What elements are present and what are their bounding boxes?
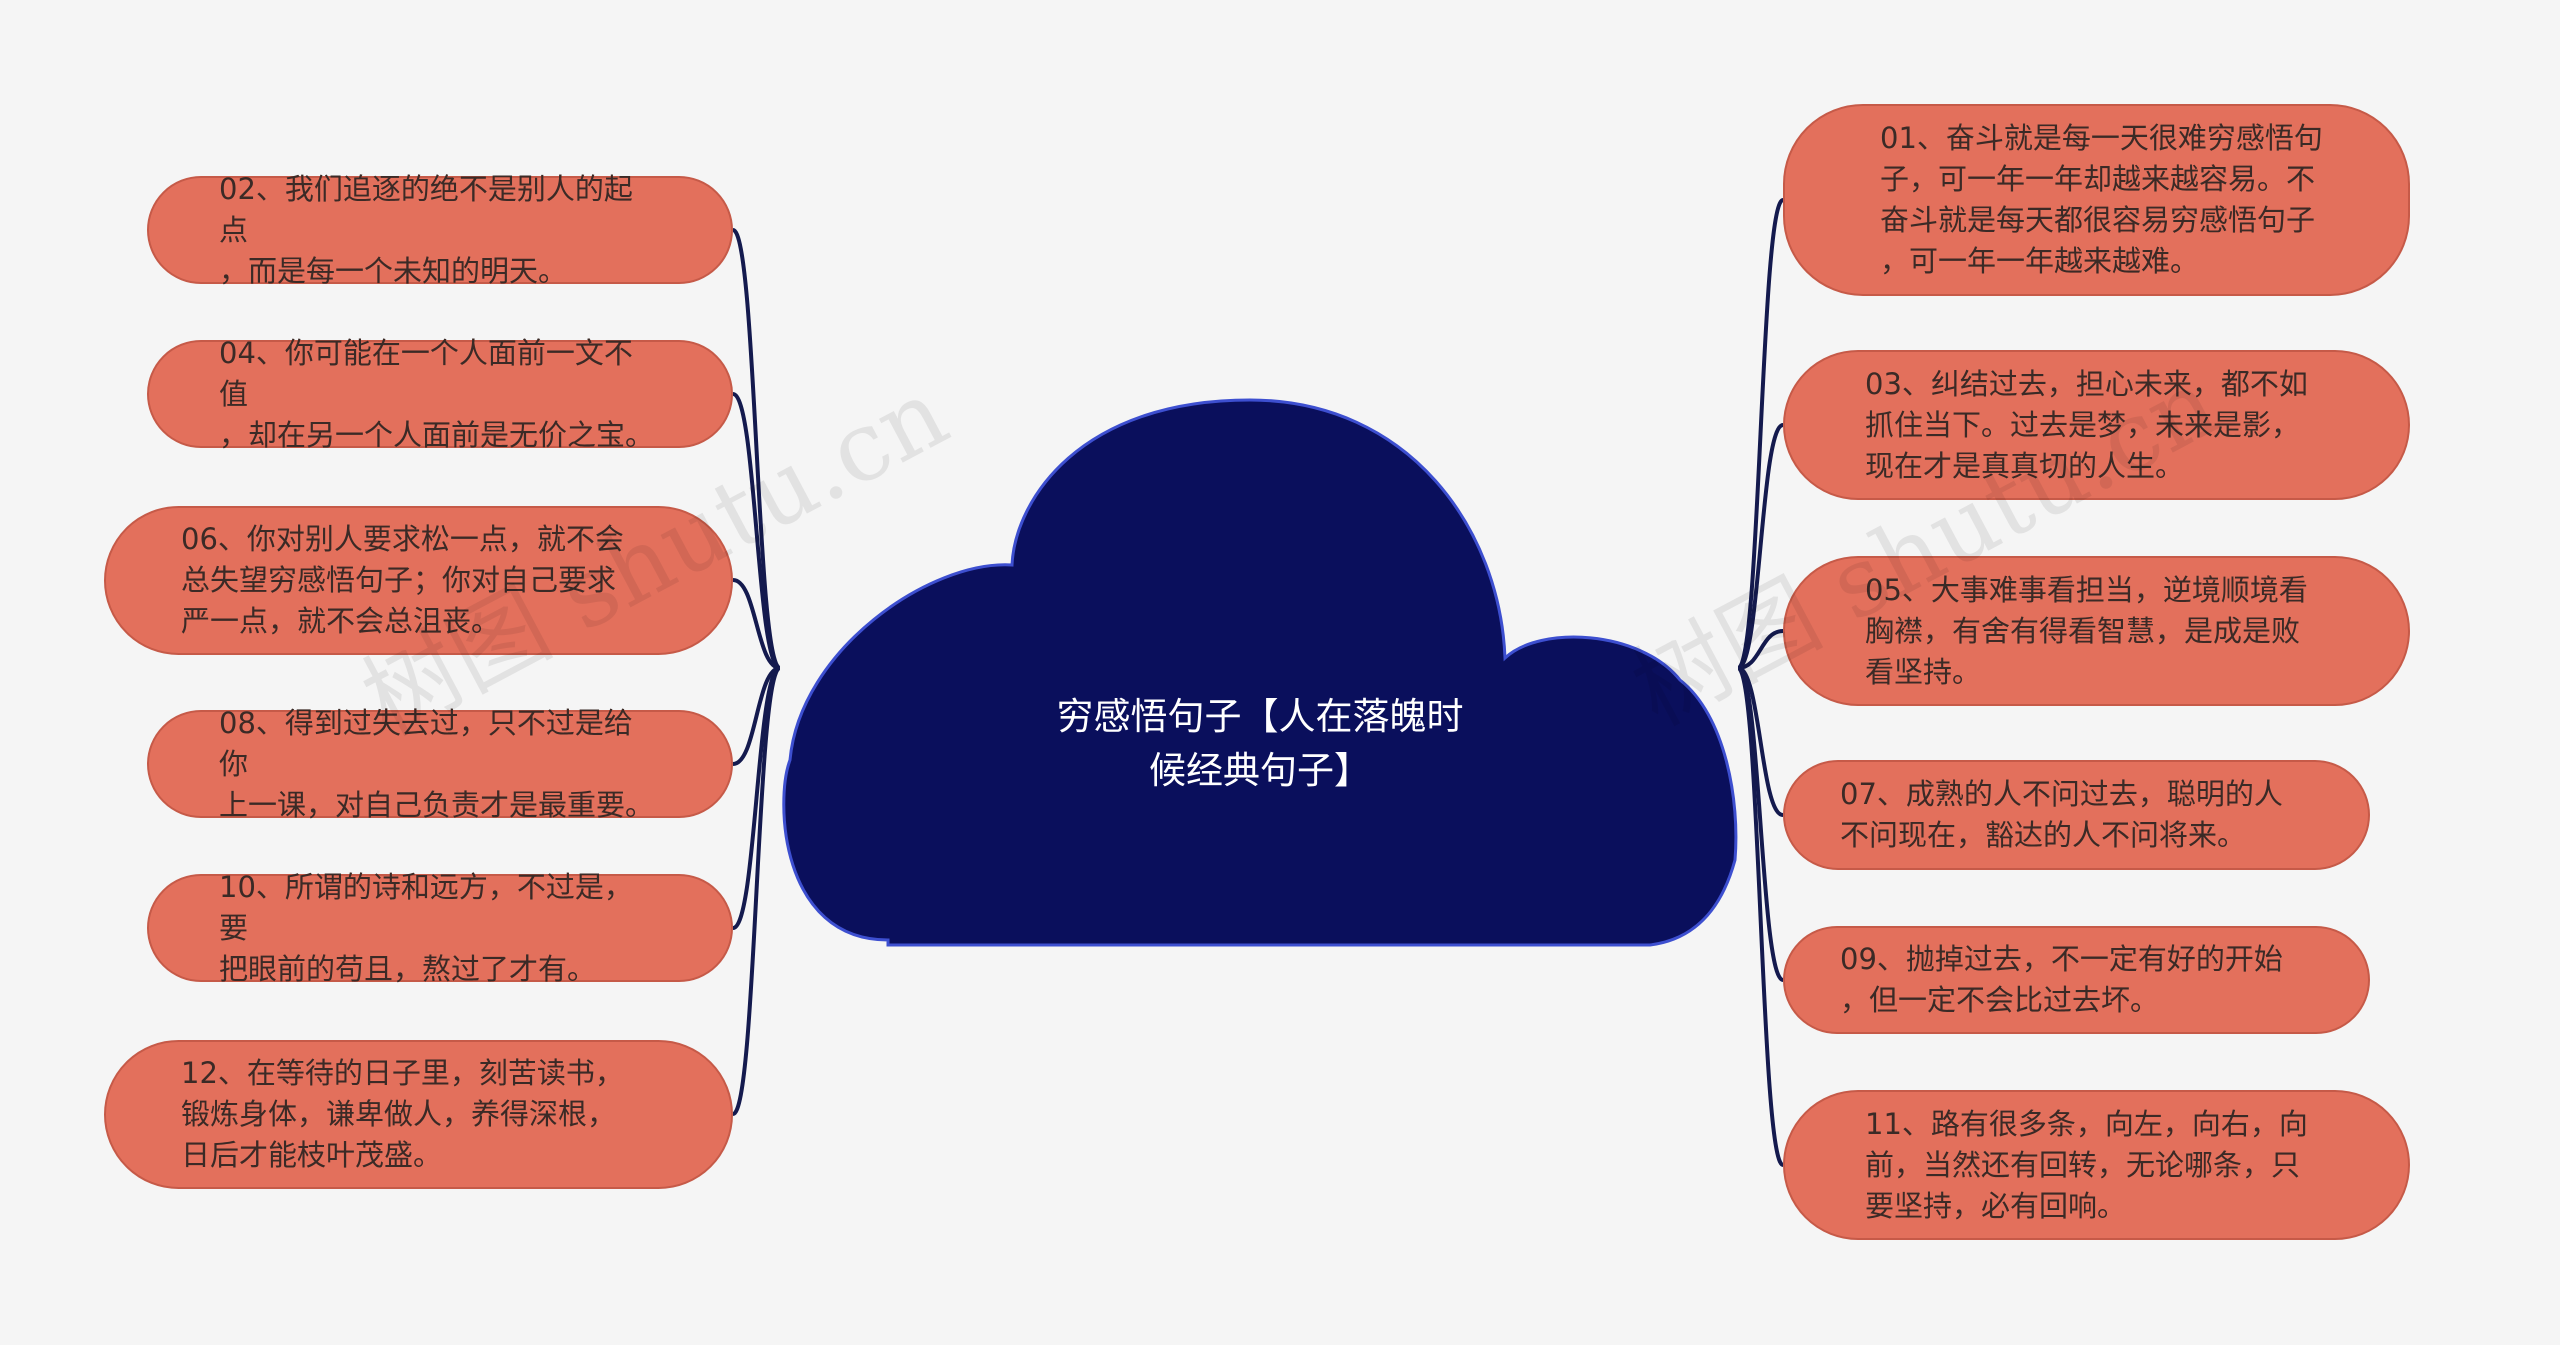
node-text: 06、你对别人要求松一点，就不会 总失望穷感悟句子；你对自己要求 严一点，就不会… xyxy=(181,522,624,638)
connector-left-3 xyxy=(732,666,781,766)
left-node-06[interactable]: 06、你对别人要求松一点，就不会 总失望穷感悟句子；你对自己要求 严一点，就不会… xyxy=(104,506,733,655)
left-node-10[interactable]: 10、所谓的诗和远方，不过是，要 把眼前的苟且，熬过了才有。 xyxy=(147,870,733,986)
node-text: 12、在等待的日子里，刻苦读书， 锻炼身体，谦卑做人，养得深根， 日后才能枝叶茂… xyxy=(181,1056,624,1172)
left-node-08[interactable]: 08、得到过失去过，只不过是给你 上一课，对自己负责才是最重要。 xyxy=(147,706,733,822)
node-text: 01、奋斗就是每一天很难穷感悟句 子，可一年一年却越来越容易。不 奋斗就是每天都… xyxy=(1880,121,2323,278)
connector-left-5 xyxy=(731,666,782,1116)
central-topic-title: 穷感悟句子【人在落魄时 候经典句子】 xyxy=(1056,695,1464,792)
node-text: 02、我们追逐的绝不是别人的起点 ，而是每一个未知的明天。 xyxy=(219,171,633,288)
right-node-09[interactable]: 09、抛掉过去，不一定有好的开始 ，但一定不会比过去坏。 xyxy=(1783,926,2370,1034)
connector-left-2 xyxy=(732,578,781,670)
node-text: 07、成熟的人不问过去，聪明的人 不问现在，豁达的人不问将来。 xyxy=(1840,777,2283,852)
connector-right-1 xyxy=(1736,423,1785,670)
right-node-03[interactable]: 03、纠结过去，担心未来，都不如 抓住当下。过去是梦，未来是影， 现在才是真真切… xyxy=(1783,350,2410,500)
left-node-02[interactable]: 02、我们追逐的绝不是别人的起点 ，而是每一个未知的明天。 xyxy=(147,172,733,288)
connector-left-1 xyxy=(731,392,782,670)
node-text: 04、你可能在一个人面前一文不值 ，却在另一个人面前是无价之宝。 xyxy=(219,335,655,452)
node-text: 08、得到过失去过，只不过是给你 上一课，对自己负责才是最重要。 xyxy=(219,705,655,822)
left-node-12[interactable]: 12、在等待的日子里，刻苦读书， 锻炼身体，谦卑做人，养得深根， 日后才能枝叶茂… xyxy=(104,1040,733,1189)
right-node-01[interactable]: 01、奋斗就是每一天很难穷感悟句 子，可一年一年却越来越容易。不 奋斗就是每天都… xyxy=(1783,104,2410,296)
connector-right-5 xyxy=(1736,666,1785,1167)
node-text: 05、大事难事看担当，逆境顺境看 胸襟，有舍有得看智慧，是成是败 看坚持。 xyxy=(1865,572,2308,689)
connector-right-2 xyxy=(1737,629,1784,670)
node-text: 10、所谓的诗和远方，不过是，要 把眼前的苟且，熬过了才有。 xyxy=(219,869,633,986)
node-text: 03、纠结过去，担心未来，都不如 抓住当下。过去是梦，未来是影， 现在才是真真切… xyxy=(1865,366,2308,483)
right-node-11[interactable]: 11、路有很多条，向左，向右，向 前，当然还有回转，无论哪条，只 要坚持，必有回… xyxy=(1783,1090,2410,1240)
central-cloud[interactable] xyxy=(782,398,1738,947)
node-text: 09、抛掉过去，不一定有好的开始 ，但一定不会比过去坏。 xyxy=(1840,942,2283,1017)
node-text: 11、路有很多条，向左，向右，向 前，当然还有回转，无论哪条，只 要坚持，必有回… xyxy=(1865,1106,2308,1223)
right-node-05[interactable]: 05、大事难事看担当，逆境顺境看 胸襟，有舍有得看智慧，是成是败 看坚持。 xyxy=(1783,556,2410,706)
left-node-04[interactable]: 04、你可能在一个人面前一文不值 ，却在另一个人面前是无价之宝。 xyxy=(147,336,733,452)
connector-left-0 xyxy=(731,228,782,670)
connector-right-0 xyxy=(1736,198,1785,670)
right-node-07[interactable]: 07、成熟的人不问过去，聪明的人 不问现在，豁达的人不问将来。 xyxy=(1783,760,2370,870)
